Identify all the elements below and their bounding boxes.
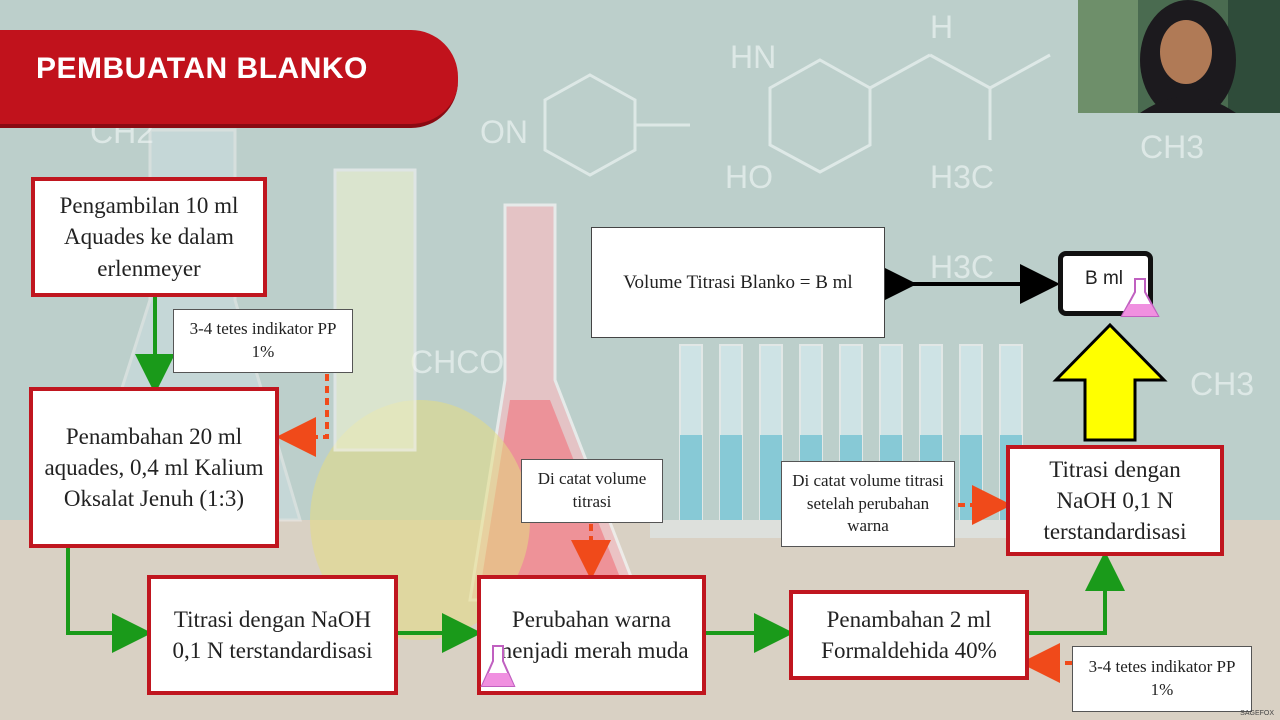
svg-text:HN: HN: [730, 39, 776, 75]
step-perubahan-warna: Perubahan warna menjadi merah muda: [477, 575, 706, 695]
note-catat-volume-titrasi: Di catat volume titrasi: [521, 459, 663, 523]
step-pengambilan-aquades: Pengambilan 10 ml Aquades ke dalam erlen…: [31, 177, 267, 297]
svg-text:H: H: [930, 9, 953, 45]
step-titrasi-naoh-1: Titrasi dengan NaOH 0,1 N terstandardisa…: [147, 575, 398, 695]
svg-text:H3C: H3C: [930, 249, 994, 285]
svg-text:H3C: H3C: [930, 159, 994, 195]
svg-text:CHCO: CHCO: [410, 344, 504, 380]
volume-titrasi-blanko-box: Volume Titrasi Blanko = B ml: [591, 227, 885, 338]
result-b-ml-label: B ml: [1085, 268, 1123, 289]
svg-text:CH3: CH3: [1140, 129, 1204, 165]
flask-icon: [480, 645, 516, 687]
note-indikator-pp-1: 3-4 tetes indikator PP 1%: [173, 309, 353, 373]
svg-text:HO: HO: [725, 159, 773, 195]
watermark: SAGEFOX: [1240, 710, 1274, 717]
svg-text:ON: ON: [480, 114, 528, 150]
page-title: PEMBUATAN BLANKO: [36, 52, 368, 85]
step-penambahan-aquades-kalium: Penambahan 20 ml aquades, 0,4 ml Kalium …: [29, 387, 279, 548]
step-perubahan-warna-label: Perubahan warna menjadi merah muda: [494, 606, 689, 663]
step-penambahan-formaldehida: Penambahan 2 ml Formaldehida 40%: [789, 590, 1029, 680]
flask-icon-result: [1120, 278, 1160, 317]
svg-text:CH3: CH3: [1190, 366, 1254, 402]
step-titrasi-naoh-2: Titrasi dengan NaOH 0,1 N terstandardisa…: [1006, 445, 1224, 556]
note-catat-volume-setelah-perubahan: Di catat volume titrasi setelah perubaha…: [781, 461, 955, 547]
note-indikator-pp-2: 3-4 tetes indikator PP 1%: [1072, 646, 1252, 712]
title-banner: [0, 30, 458, 128]
webcam-overlay: [1078, 0, 1280, 113]
